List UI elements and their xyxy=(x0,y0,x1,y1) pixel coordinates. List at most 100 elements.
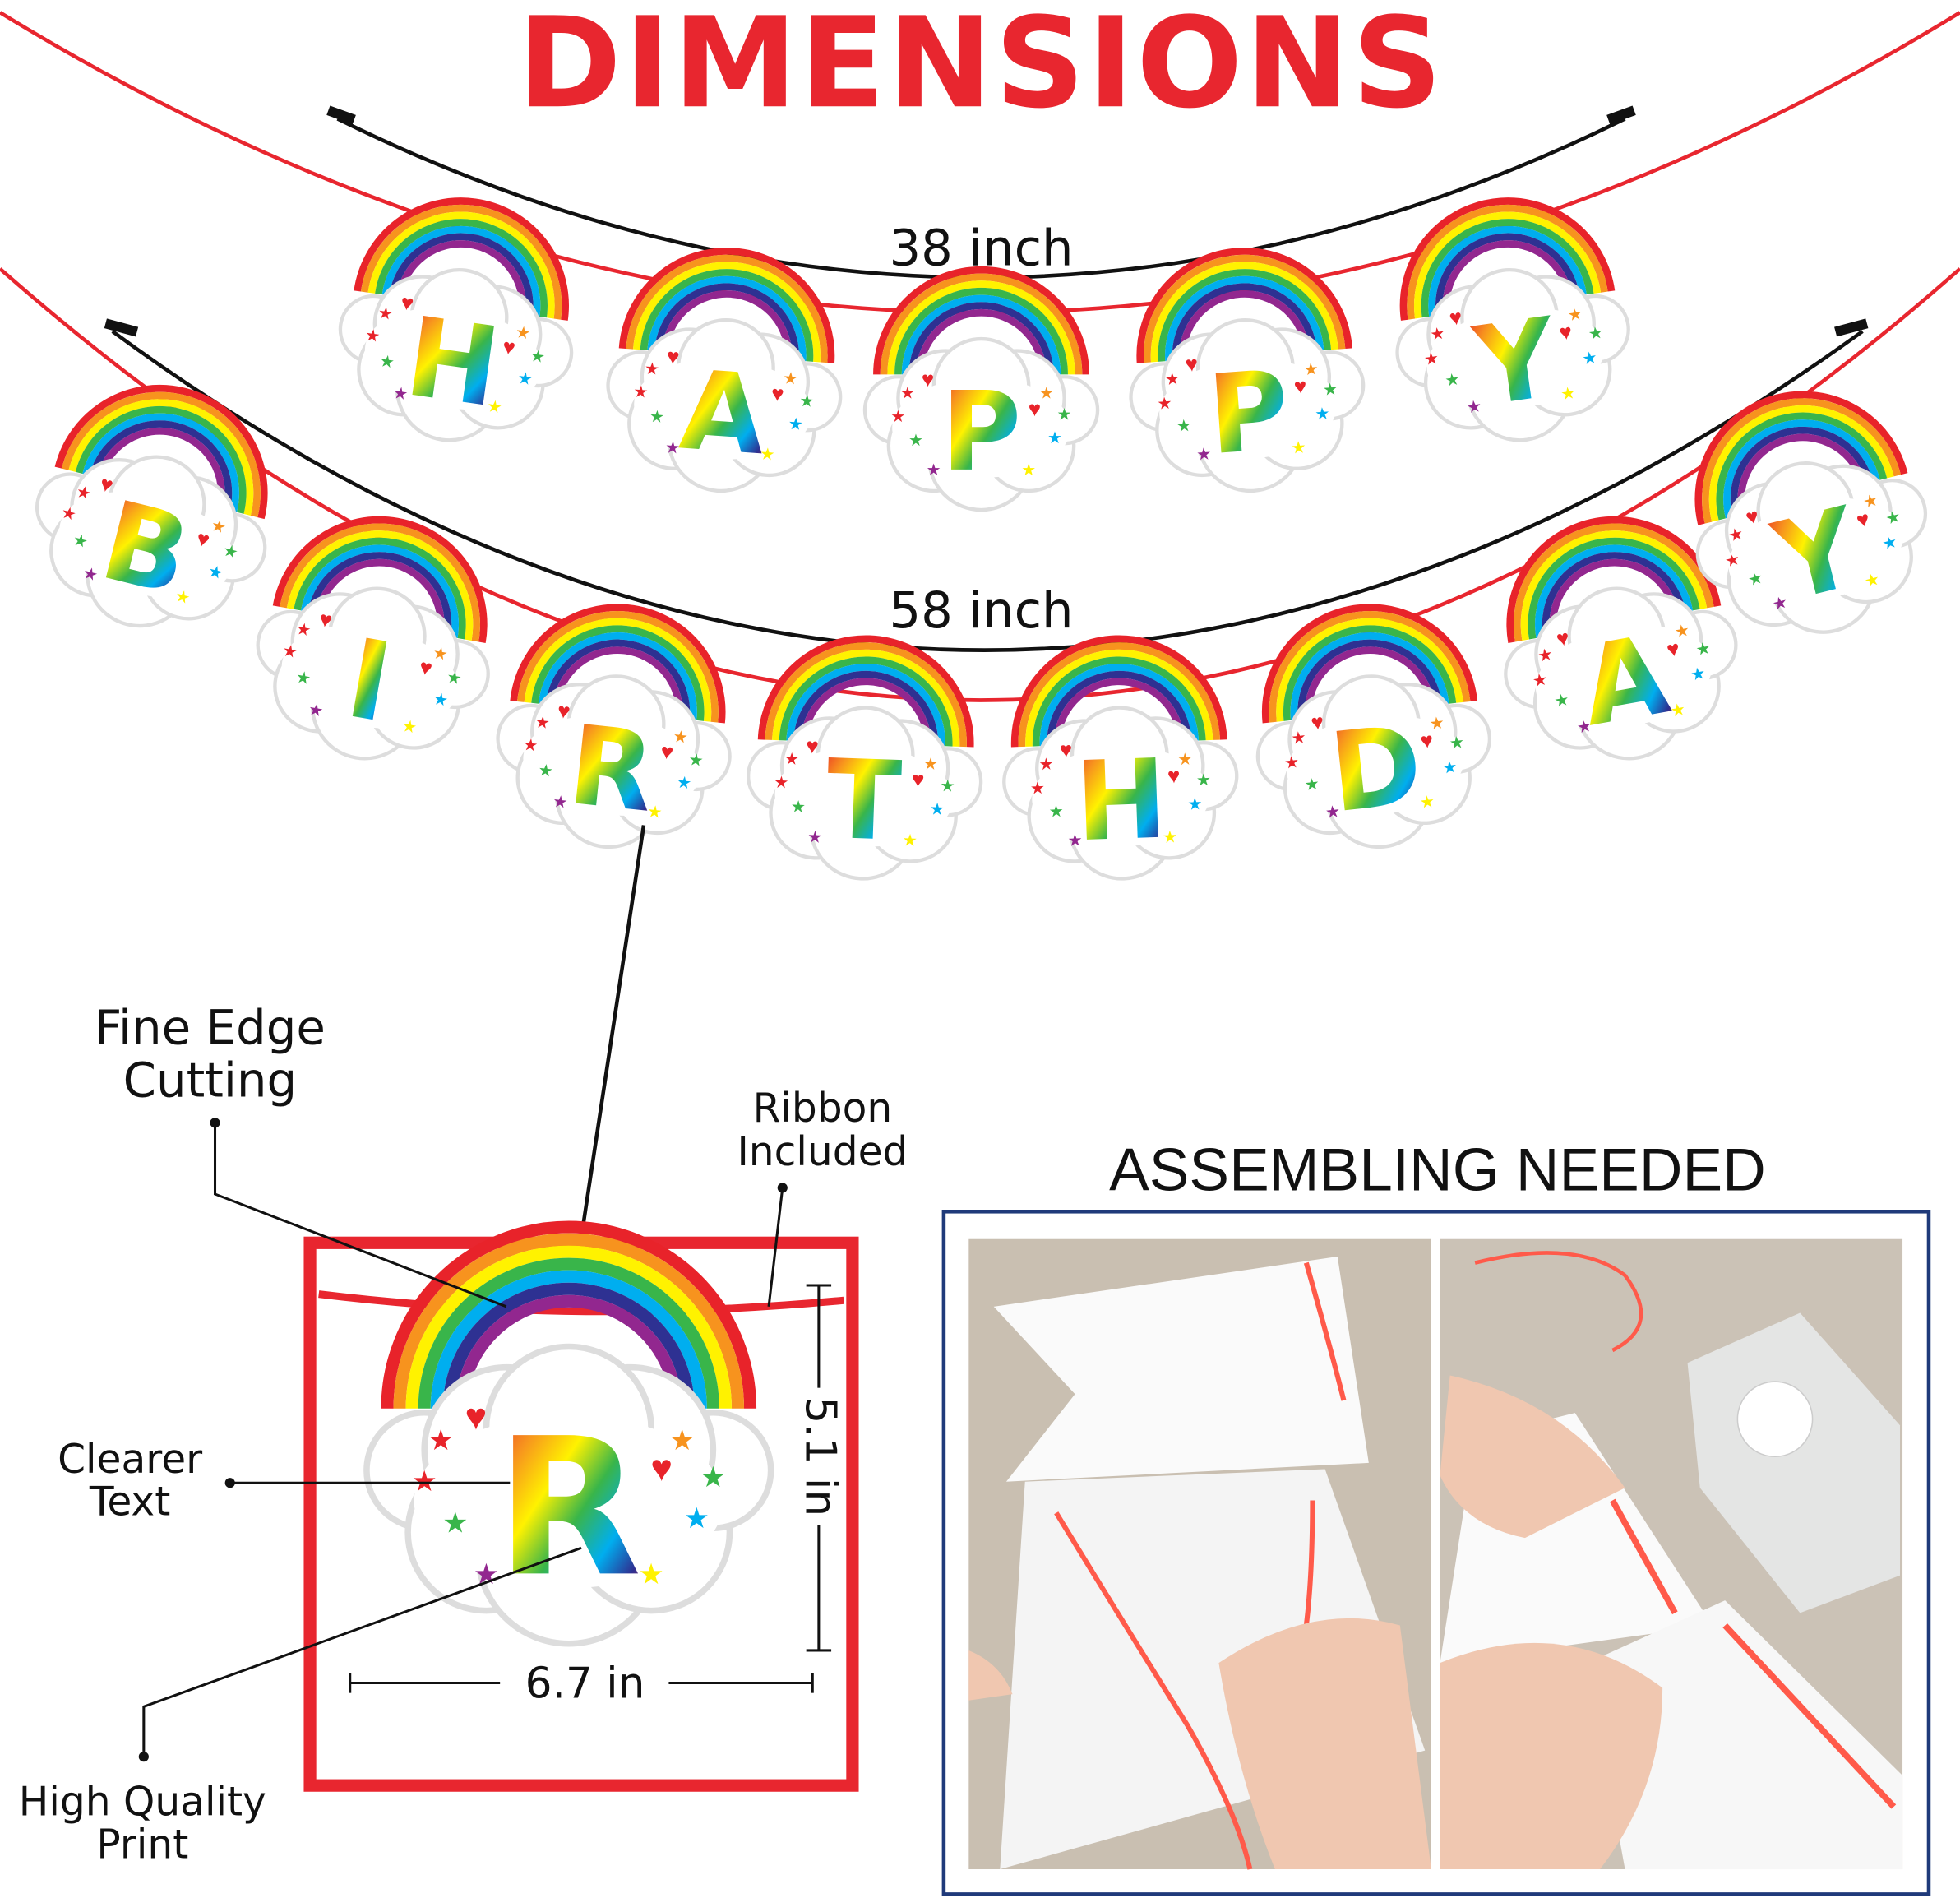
star-icon: ★ xyxy=(1575,717,1593,738)
rainbow-arc xyxy=(54,384,268,520)
star-icon: ★ xyxy=(1537,646,1555,666)
star-icon: ★ xyxy=(1176,417,1192,436)
length-58-label: 58 inch xyxy=(889,582,1073,640)
star-icon: ★ xyxy=(1884,507,1902,529)
star-icon: ★ xyxy=(428,1424,454,1456)
star-icon: ★ xyxy=(1861,491,1880,512)
star-icon: ★ xyxy=(1283,753,1300,773)
detail-pennant: ★★★★★★★★♥♥R xyxy=(363,1220,774,1647)
heart-icon: ♥ xyxy=(1665,637,1681,662)
rainbow-arc xyxy=(510,604,726,724)
pennant-letter: P xyxy=(941,369,1021,496)
star-icon: ★ xyxy=(788,415,804,434)
cloud: ★★★★★★★★♥♥ xyxy=(338,267,574,442)
pennant-letter: P xyxy=(1204,348,1293,479)
star-icon: ★ xyxy=(1047,429,1062,447)
pennant: ★★★★★★★★♥♥Y xyxy=(1694,391,1928,634)
pennant-letter: H xyxy=(1073,736,1169,866)
star-icon: ★ xyxy=(1423,350,1440,369)
callout-dot xyxy=(210,1118,220,1128)
star-icon: ★ xyxy=(442,1507,468,1539)
heart-icon: ♥ xyxy=(1743,504,1761,530)
star-icon: ★ xyxy=(1057,405,1072,424)
rainbow-arc xyxy=(618,248,835,363)
star-icon: ★ xyxy=(1723,550,1742,572)
banner-pennants: ★★★★★★★★♥♥H★★★★★★★★♥♥A★★★★★★★★♥♥P★★★★★★★… xyxy=(35,197,1928,881)
star-icon: ★ xyxy=(900,384,915,402)
pennant-letter: H xyxy=(399,294,507,432)
star-icon: ★ xyxy=(700,1461,726,1493)
star-icon: ★ xyxy=(307,701,325,721)
star-icon: ★ xyxy=(537,762,553,781)
heart-icon: ♥ xyxy=(770,382,784,406)
pennant: ★★★★★★★★♥♥P xyxy=(862,266,1100,512)
dimension-line-58 xyxy=(111,330,1864,652)
star-icon: ★ xyxy=(664,438,681,457)
star-icon: ★ xyxy=(807,828,823,847)
heart-icon: ♥ xyxy=(194,526,212,553)
width-label: 6.7 in xyxy=(525,1660,645,1709)
star-icon: ★ xyxy=(392,384,409,404)
pennant-letter: R xyxy=(496,1398,642,1618)
star-icon: ★ xyxy=(378,352,395,372)
star-icon: ★ xyxy=(294,620,312,641)
height-label: 5.1 in xyxy=(796,1396,845,1516)
rainbow-arc xyxy=(1694,391,1908,525)
heart-icon: ♥ xyxy=(557,699,571,724)
star-icon: ★ xyxy=(281,641,299,662)
star-icon: ★ xyxy=(638,1558,663,1590)
heart-icon: ♥ xyxy=(806,734,819,759)
star-icon: ★ xyxy=(1553,691,1571,711)
cloud: ★★★★★★★★♥♥ xyxy=(496,674,732,849)
star-icon: ★ xyxy=(59,503,78,525)
cloud: ★★★★★★★★♥♥ xyxy=(35,455,267,628)
star-icon: ★ xyxy=(929,800,945,819)
heart-icon: ♥ xyxy=(650,1448,673,1489)
star-icon: ★ xyxy=(71,531,90,553)
clearer-text-label: Clearer xyxy=(58,1437,202,1483)
star-icon: ★ xyxy=(646,803,663,822)
rainbow-arc xyxy=(1506,516,1722,644)
heart-icon: ♥ xyxy=(1029,397,1041,421)
rainbow-arc xyxy=(873,266,1089,375)
ribbon-label: Ribbon xyxy=(753,1086,893,1132)
rainbow-arc xyxy=(1261,604,1478,724)
heart-icon: ♥ xyxy=(911,767,924,792)
star-icon: ★ xyxy=(784,750,799,769)
star-icon: ★ xyxy=(799,392,816,411)
star-icon: ★ xyxy=(1727,525,1745,546)
star-icon: ★ xyxy=(902,831,918,850)
star-icon: ★ xyxy=(908,432,923,450)
star-icon: ★ xyxy=(534,713,550,733)
star-icon: ★ xyxy=(1444,370,1461,390)
star-icon: ★ xyxy=(1021,461,1036,479)
star-icon: ★ xyxy=(1048,803,1064,822)
pennant-letter: T xyxy=(825,737,904,866)
star-icon: ★ xyxy=(516,369,534,389)
star-icon: ★ xyxy=(432,644,450,664)
fine-edge-label-2: Cutting xyxy=(123,1052,298,1108)
cloud: ★★★★★★★★♥♥ xyxy=(1129,317,1366,493)
cloud: ★★★★★★★★♥♥ xyxy=(862,336,1100,512)
rainbow-arc xyxy=(354,197,569,321)
star-icon: ★ xyxy=(1880,533,1899,554)
star-icon: ★ xyxy=(684,1502,710,1535)
heart-icon: ♥ xyxy=(1448,305,1463,331)
star-icon: ★ xyxy=(1187,795,1203,814)
assembly-photo-1 xyxy=(968,1238,1431,1870)
pennant: ★★★★★★★★♥♥B xyxy=(35,384,268,628)
star-icon: ★ xyxy=(1324,803,1341,822)
rainbow-arc xyxy=(757,635,974,748)
star-icon: ★ xyxy=(1429,325,1446,345)
star-icon: ★ xyxy=(377,304,394,324)
cloud: ★★★★★★★★♥♥ xyxy=(256,586,490,761)
star-icon: ★ xyxy=(522,736,539,756)
ribbon-leader xyxy=(767,1187,784,1308)
assembly-photo-2 xyxy=(1440,1238,1903,1870)
pennant-letter: Y xyxy=(1467,294,1565,431)
heart-icon: ♥ xyxy=(1310,710,1324,734)
pennant-letter: D xyxy=(1324,702,1428,838)
pennant: ★★★★★★★★♥♥R xyxy=(363,1220,774,1647)
heart-icon: ♥ xyxy=(418,655,434,680)
